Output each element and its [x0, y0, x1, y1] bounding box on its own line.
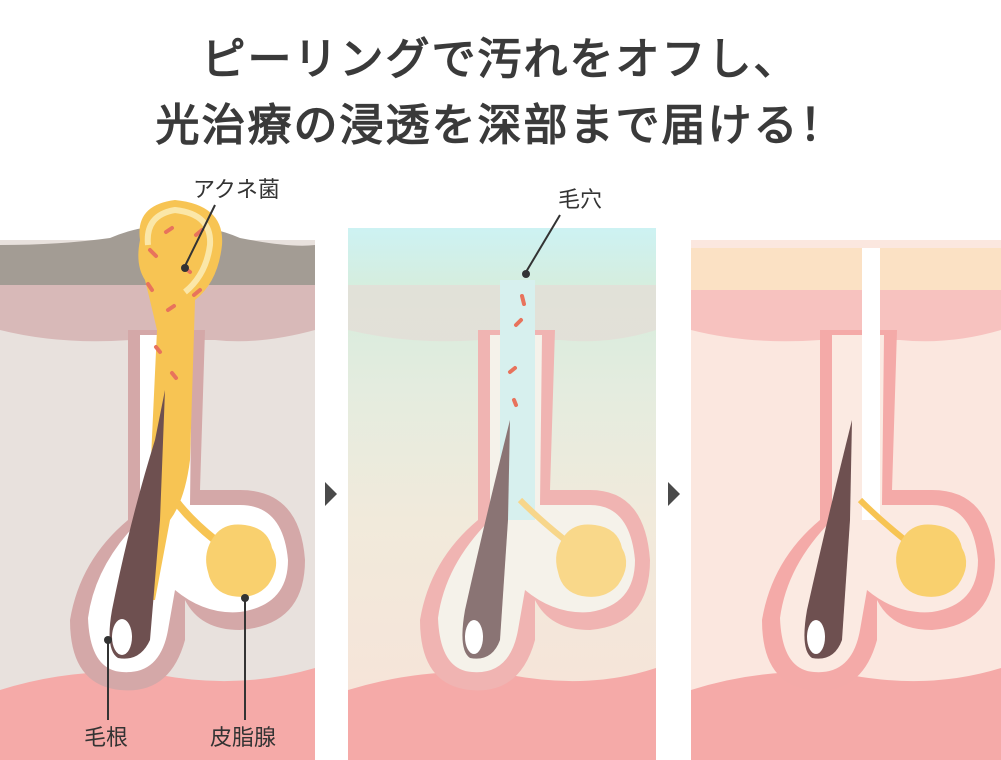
- acne-bacteria-marks: [146, 226, 204, 380]
- arrow-right-icon: [668, 482, 680, 506]
- hair-strand: [804, 420, 852, 659]
- sebaceous-gland: [556, 524, 627, 597]
- acne-bacteria-marks: [508, 294, 526, 407]
- panel-clogged-pore: [0, 200, 315, 760]
- label-pore: 毛穴: [558, 188, 603, 213]
- sebaceous-gland: [206, 524, 277, 597]
- hair-bulb: [112, 619, 132, 655]
- sebaceous-gland: [896, 524, 967, 597]
- hair-strand: [462, 420, 510, 659]
- arrow-right-icon: [325, 482, 337, 506]
- hair-bulb: [807, 620, 825, 654]
- label-acne-bacteria: アクネ菌: [193, 178, 280, 203]
- panel-peeling: [348, 228, 656, 760]
- panel-clean-pore: [691, 240, 1001, 760]
- label-sebaceous-gland: 皮脂腺: [210, 726, 277, 751]
- dermis-layer: [0, 668, 315, 760]
- leader-lines: [104, 204, 561, 720]
- hair-bulb: [465, 620, 483, 654]
- label-hair-root: 毛根: [84, 726, 129, 751]
- headline-line-1: ピーリングで汚れをオフし、: [201, 34, 800, 85]
- hair-strand: [109, 390, 165, 659]
- headline-line-2: 光治療の浸透を深部まで届ける！: [155, 100, 846, 151]
